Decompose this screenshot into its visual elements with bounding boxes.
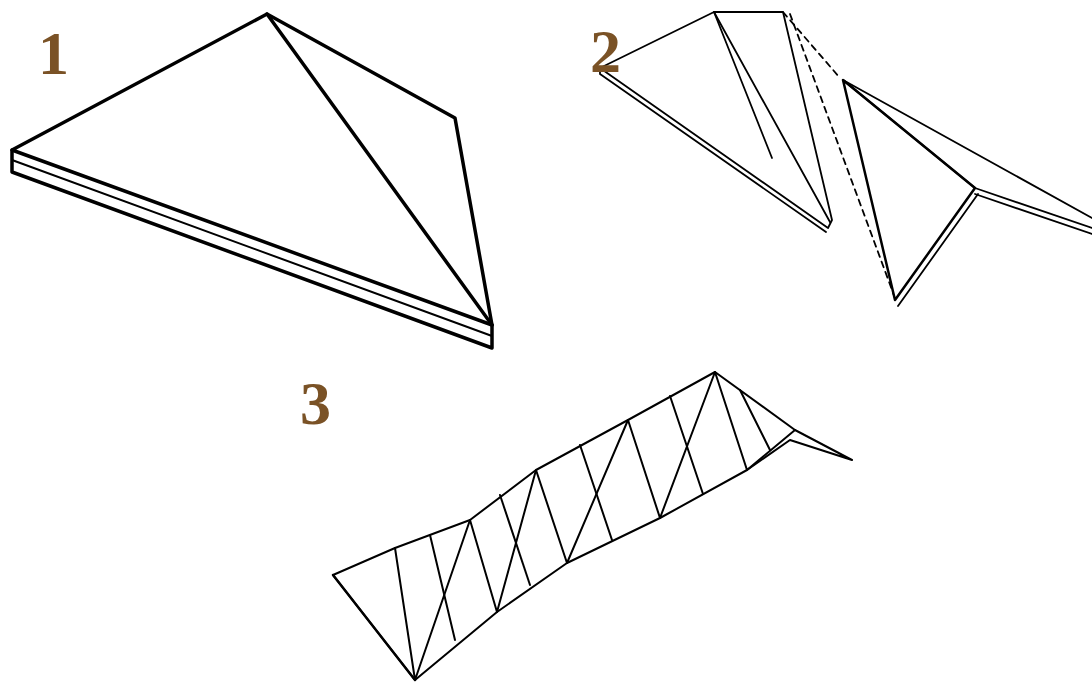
figure-number: 3 — [300, 372, 331, 434]
zigzag-strip-figure — [333, 372, 852, 680]
folded-paper-figure — [12, 14, 492, 348]
figure-number: 1 — [38, 22, 69, 84]
figure-number: 2 — [590, 20, 621, 82]
unfolding-paper-figure — [600, 12, 1092, 306]
